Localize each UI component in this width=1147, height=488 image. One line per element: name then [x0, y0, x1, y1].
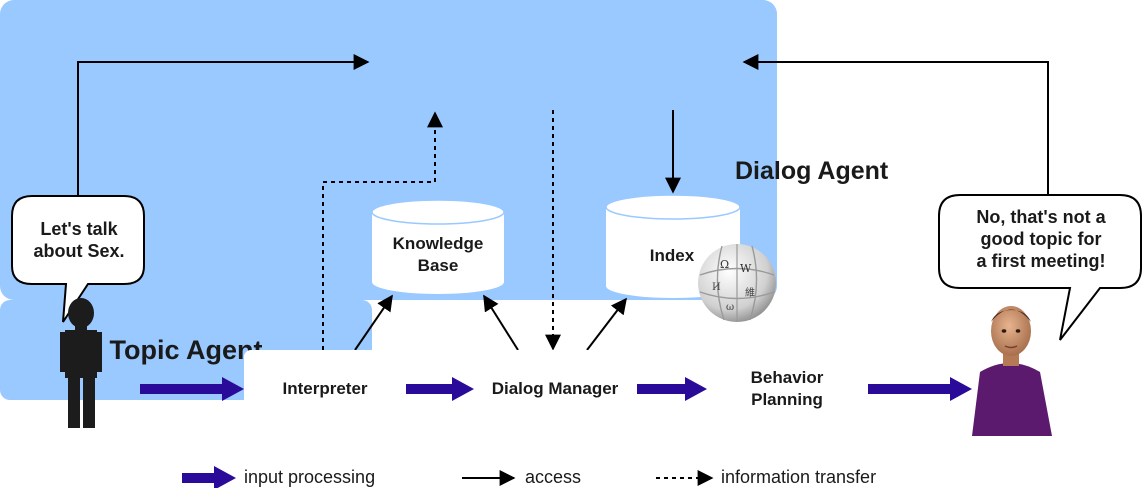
svg-text:И: И [712, 282, 721, 293]
interpreter-label: Interpreter [282, 379, 368, 398]
wikipedia-globe-icon: Ω W И 維 ω [698, 244, 776, 322]
behavior-planning-box: Behavior Planning [707, 350, 867, 428]
topic-agent-label: Topic Agent [109, 334, 263, 365]
agent-speech-bubble [938, 194, 1142, 341]
virtual-agent-avatar-icon [972, 306, 1052, 436]
svg-text:維: 維 [745, 286, 755, 299]
interpreter-box: Interpreter [244, 350, 406, 428]
input-flow-arrows [140, 377, 972, 401]
dialogmanager-to-kb-arrow [483, 294, 519, 351]
legend-input-label: input processing [244, 467, 376, 487]
dialogmanager-to-index-arrow [586, 297, 627, 351]
user-speech-text: Let's talk about Sex. [33, 219, 125, 261]
agent-to-topic-line [742, 54, 1049, 195]
dialog-agent-label: Dialog Agent [735, 157, 889, 185]
legend-transfer-label: information transfer [721, 467, 877, 487]
dialog-manager-box: Dialog Manager [474, 350, 636, 428]
user-to-topic-line [77, 54, 370, 195]
behavior-planning-label: Behavior Planning [750, 368, 824, 409]
interpreter-to-topic-dotted [322, 111, 443, 350]
index-label: Index [649, 246, 695, 265]
svg-text:Ω: Ω [720, 258, 729, 271]
knowledge-base-label: Knowledge Base [392, 234, 484, 275]
human-silhouette-icon [60, 298, 102, 428]
legend-input-icon [182, 466, 236, 488]
interpreter-to-kb-arrow [354, 294, 393, 351]
svg-text:ω: ω [726, 302, 734, 313]
knowledge-base-cylinder [371, 199, 505, 294]
agent-speech-text: No, that's not a good topic for a first … [976, 207, 1106, 271]
svg-text:W: W [740, 262, 752, 275]
legend-access-label: access [525, 467, 582, 487]
dialog-manager-label: Dialog Manager [491, 379, 619, 398]
